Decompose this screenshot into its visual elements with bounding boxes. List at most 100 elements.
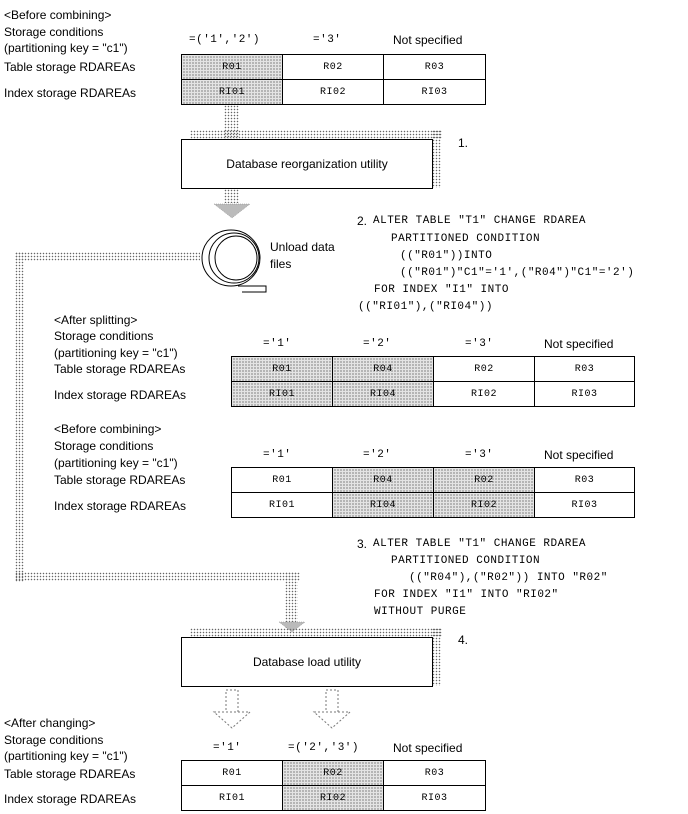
- section3-index-cell: RI03: [534, 492, 635, 518]
- utility-box-top: [190, 130, 442, 139]
- section3-table-cell: R01: [231, 467, 333, 493]
- section3-partition-key: (partitioning key = "c1"): [54, 456, 178, 470]
- unload-label-1: Unload data: [270, 240, 335, 254]
- section4-title: <After changing>: [4, 716, 96, 730]
- reorganization-utility-box: Database reorganization utility: [181, 139, 433, 189]
- section4-table-cell: R01: [181, 760, 283, 786]
- section4-partition-key: (partitioning key = "c1"): [4, 749, 128, 763]
- section2-cond-1: ='1': [263, 338, 292, 350]
- section3-index-cell: RI01: [231, 492, 333, 518]
- section2-cond-2: ='2': [363, 338, 392, 350]
- section4-index-cell: RI01: [181, 785, 283, 811]
- section3-index-cell: RI02: [433, 492, 535, 518]
- section1-table: R01 R02 R03 RI01 RI02 RI03: [181, 54, 486, 105]
- section2-cond-4: Not specified: [544, 337, 614, 351]
- down-arrow-head: [278, 621, 306, 633]
- section1-table-label: Table storage RDAREAs: [4, 60, 136, 74]
- section2-table-label: Table storage RDAREAs: [54, 362, 186, 376]
- section3-table-cell: R04: [332, 467, 434, 493]
- section1-index-cell: RI03: [383, 79, 486, 105]
- table-row: RI01 RI04 RI02 RI03: [231, 492, 635, 518]
- section1-index-label: Index storage RDAREAs: [4, 86, 137, 100]
- utility-box-side: [432, 628, 441, 686]
- section4-table-label: Table storage RDAREAs: [4, 767, 136, 781]
- table-row: R01 R04 R02 R03: [231, 467, 635, 493]
- section3-table: R01 R04 R02 R03 RI01 RI04 RI02 RI03: [231, 467, 635, 518]
- section2-index-cell: RI02: [433, 381, 535, 407]
- table-row: R01 R02 R03: [181, 54, 486, 80]
- section2-index-cell: RI04: [332, 381, 434, 407]
- section3-table-cell: R02: [433, 467, 535, 493]
- step2-line-6: (("RI01"),("RI04")): [358, 301, 493, 313]
- table-row: RI01 RI04 RI02 RI03: [231, 381, 635, 407]
- tape-reel-icon: [201, 229, 267, 293]
- section2-index-label: Index storage RDAREAs: [54, 388, 187, 402]
- flow-arrow-dots: [224, 189, 239, 203]
- section3-table-cell: R03: [534, 467, 635, 493]
- section4-table: R01 R02 R03 RI01 RI02 RI03: [181, 760, 486, 811]
- utility-box-side: [432, 130, 441, 188]
- section3-cond-2: ='2': [363, 449, 392, 461]
- section2-table-cell: R02: [433, 356, 535, 382]
- section3-index-cell: RI04: [332, 492, 434, 518]
- section2-table: R01 R04 R02 R03 RI01 RI04 RI02 RI03: [231, 356, 635, 407]
- step3-line-5: WITHOUT PURGE: [374, 606, 467, 618]
- step2-line-3: (("R01"))INTO: [400, 250, 493, 262]
- step2-line-4: (("R01")"C1"='1',("R04")"C1"='2'): [400, 267, 635, 279]
- section3-title: <Before combining>: [54, 422, 162, 436]
- section2-index-cell: RI03: [534, 381, 635, 407]
- section4-index-cell: RI02: [282, 785, 384, 811]
- section2-table-cell: R03: [534, 356, 635, 382]
- section4-index-cell: RI03: [383, 785, 486, 811]
- section4-cond-2: =('2','3'): [288, 742, 360, 754]
- section1-index-cell: RI02: [282, 79, 384, 105]
- section1-storage-conditions: Storage conditions: [4, 25, 104, 39]
- section3-cond-1: ='1': [263, 449, 292, 461]
- section1-partition-key: (partitioning key = "c1"): [4, 41, 128, 55]
- section2-title: <After splitting>: [54, 313, 138, 327]
- step4-number: 4.: [458, 633, 469, 647]
- step2-line-1: ALTER TABLE "T1" CHANGE RDAREA: [373, 215, 587, 227]
- step3-line-1: ALTER TABLE "T1" CHANGE RDAREA: [373, 538, 587, 550]
- flow-path-dots: [285, 572, 298, 628]
- utility-box-top: [190, 628, 442, 637]
- section3-index-label: Index storage RDAREAs: [54, 499, 187, 513]
- step3-line-4: FOR INDEX "I1" INTO "RI02": [374, 589, 559, 601]
- section1-index-cell: RI01: [181, 79, 283, 105]
- table-row: R01 R02 R03: [181, 760, 486, 786]
- section2-cond-3: ='3': [465, 338, 494, 350]
- section4-cond-3: Not specified: [393, 741, 463, 755]
- table-row: RI01 RI02 RI03: [181, 79, 486, 105]
- step2-line-5: FOR INDEX "I1" INTO: [374, 284, 509, 296]
- step3-number: 3.: [357, 537, 368, 551]
- reorganization-utility-label: Database reorganization utility: [226, 157, 388, 171]
- load-utility-label: Database load utility: [252, 655, 362, 669]
- step2-number: 2.: [357, 214, 368, 228]
- down-arrow-head: [213, 203, 251, 219]
- flow-path-dots: [15, 572, 300, 581]
- flow-path-dots: [15, 252, 24, 582]
- section2-index-cell: RI01: [231, 381, 333, 407]
- section2-storage-conditions: Storage conditions: [54, 329, 154, 343]
- section1-cond-3: Not specified: [393, 33, 463, 47]
- section4-cond-1: ='1': [213, 742, 242, 754]
- section3-table-label: Table storage RDAREAs: [54, 473, 186, 487]
- section2-table-cell: R01: [231, 356, 333, 382]
- step1-number: 1.: [458, 136, 469, 150]
- section2-table-cell: R04: [332, 356, 434, 382]
- step3-line-2: PARTITIONED CONDITION: [391, 555, 541, 567]
- section2-partition-key: (partitioning key = "c1"): [54, 346, 178, 360]
- flow-path-dots: [15, 252, 200, 261]
- section1-table-cell: R01: [181, 54, 283, 80]
- step2-line-2: PARTITIONED CONDITION: [391, 233, 541, 245]
- step3-line-3: (("R04"),("R02")) INTO "R02": [409, 572, 608, 584]
- section4-table-cell: R03: [383, 760, 486, 786]
- unload-label-2: files: [270, 257, 292, 271]
- section3-cond-3: ='3': [465, 449, 494, 461]
- section4-storage-conditions: Storage conditions: [4, 733, 104, 747]
- section3-storage-conditions: Storage conditions: [54, 439, 154, 453]
- section1-title: <Before combining>: [4, 8, 112, 22]
- section1-cond-2: ='3': [313, 34, 342, 46]
- section4-table-cell: R02: [282, 760, 384, 786]
